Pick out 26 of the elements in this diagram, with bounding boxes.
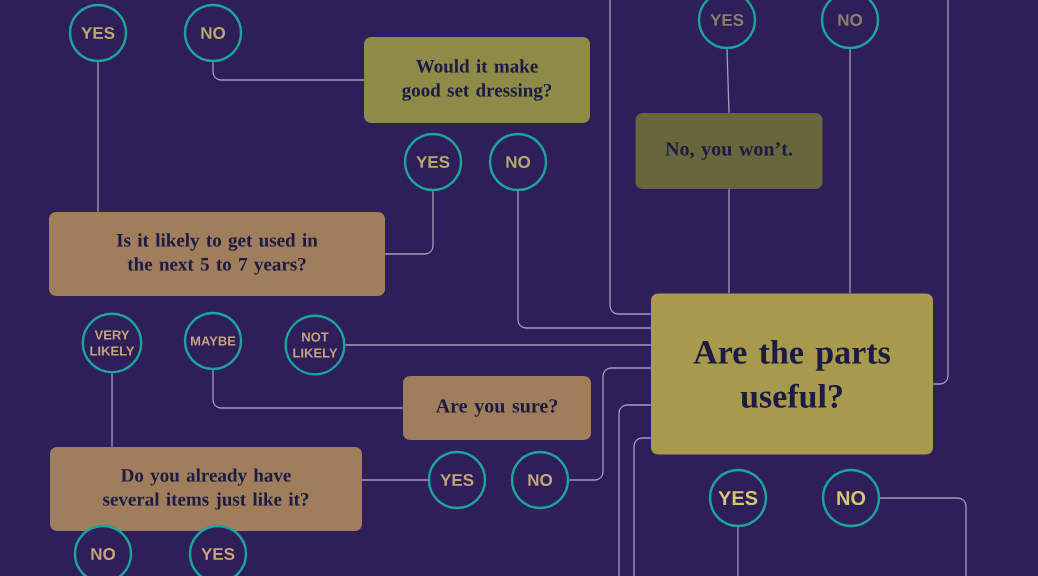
connector-line — [609, 0, 652, 315]
node-label: NO — [91, 547, 116, 561]
connector-line — [633, 437, 652, 576]
connector-line — [361, 479, 429, 481]
connector-line — [726, 48, 730, 114]
connector-line — [517, 190, 652, 329]
connector-line — [111, 372, 113, 448]
question-box: Are the parts useful? — [651, 293, 933, 455]
answer-box: No, you won’t. — [635, 113, 823, 189]
connector-line — [618, 404, 652, 576]
question-box: Do you already have several items just like it? — [50, 447, 362, 531]
question-box: Are you sure? — [403, 376, 591, 440]
connector-line — [568, 367, 652, 481]
connector-line — [849, 48, 851, 294]
node-label: YES — [201, 547, 235, 561]
connector-line — [212, 369, 404, 409]
connector-line — [384, 190, 434, 255]
connector-line — [879, 497, 967, 576]
connector-line — [737, 526, 739, 576]
connector-line — [728, 188, 730, 294]
question-box: Would it make good set dressing? — [364, 37, 590, 123]
connector-line — [97, 61, 99, 213]
connector-line — [212, 61, 365, 81]
connector-line — [932, 0, 949, 385]
connector-line — [344, 344, 652, 346]
question-box: Is it likely to get used in the next 5 to 7 years? — [49, 212, 385, 296]
